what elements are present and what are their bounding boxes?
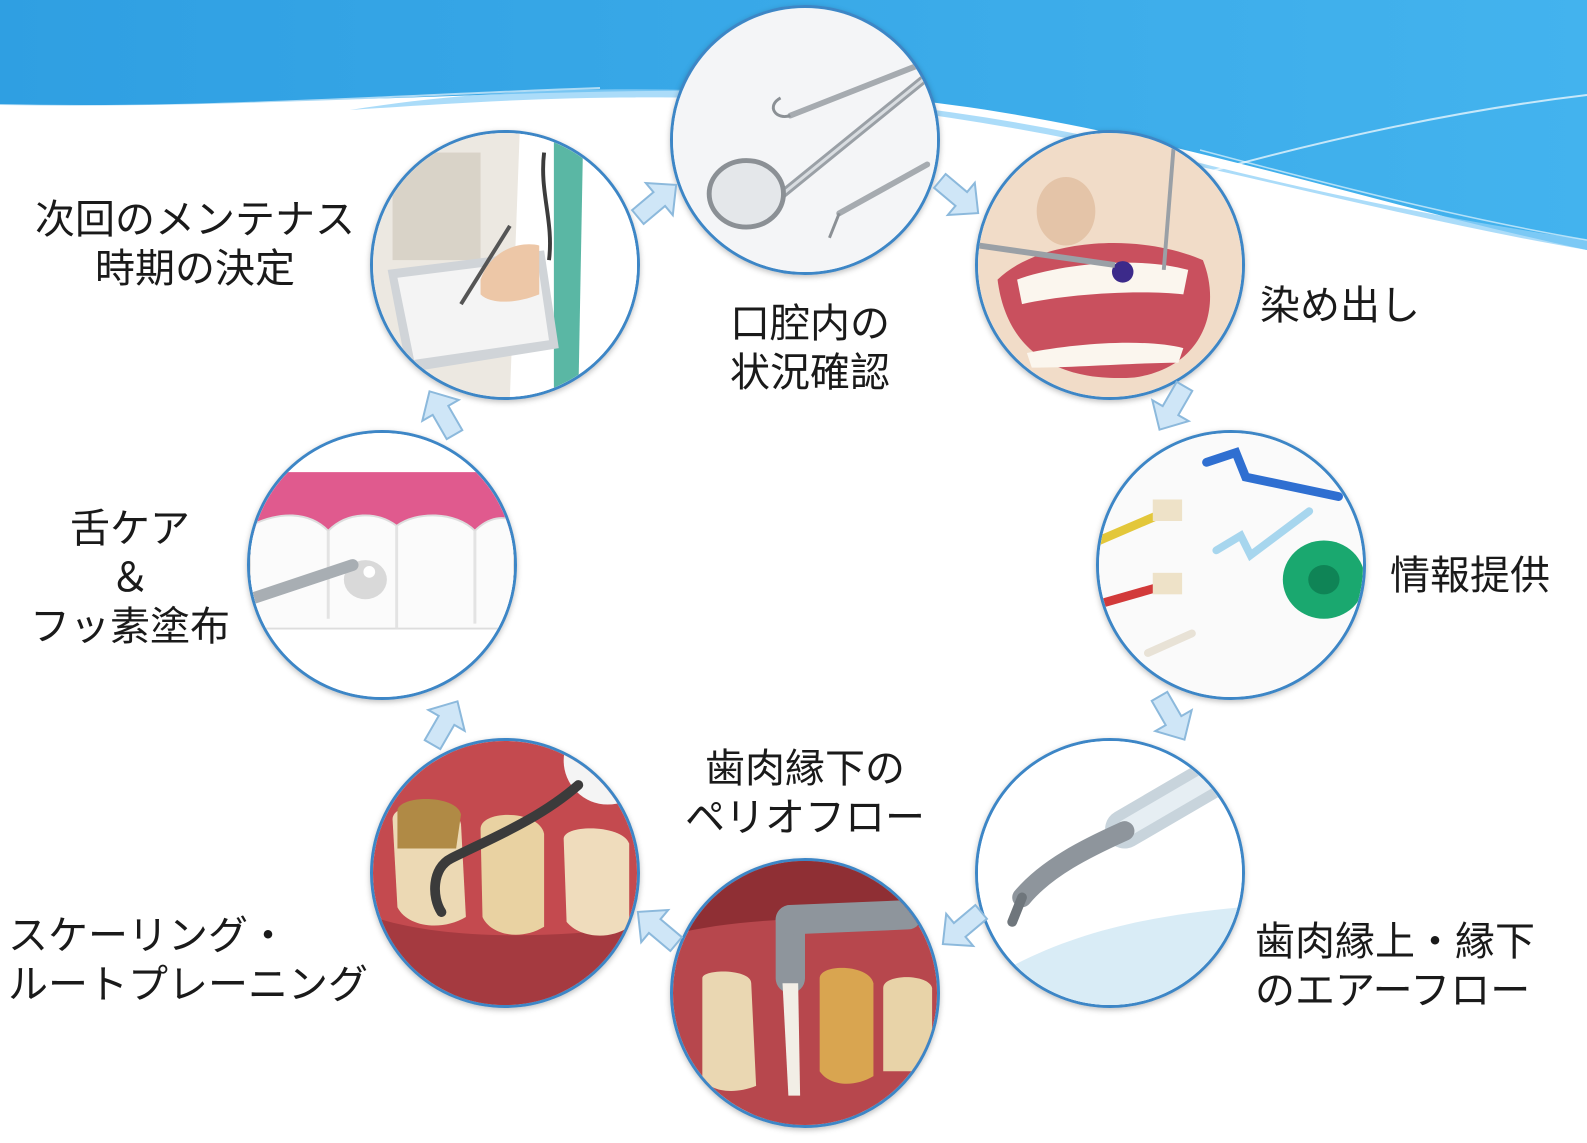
arrow-right-icon	[924, 162, 995, 232]
arrow-right-icon	[927, 893, 998, 963]
step-tongue-fluoride-label: 舌ケア ＆ フッ素塗布	[20, 505, 240, 651]
step-next-schedule-image	[370, 130, 640, 400]
step-oral-exam-label: 口腔内の 状況確認	[700, 300, 920, 398]
label-line: 歯肉縁上・縁下	[1255, 919, 1535, 965]
label-line: 時期の決定	[95, 245, 295, 292]
label-line: 口腔内の	[730, 301, 890, 347]
arrow-right-icon	[1139, 683, 1206, 753]
arrow-right-icon	[409, 378, 476, 448]
step-tongue-fluoride-image	[247, 430, 517, 700]
step-oral-exam-image	[670, 5, 940, 275]
perio-flow-nozzle-icon	[673, 861, 937, 1125]
arrow-right-icon	[622, 893, 693, 963]
label-line: ペリオフロー	[685, 794, 925, 841]
step-scaling-label: スケーリング・ ルートプレーニング	[8, 912, 368, 1010]
step-next-schedule-label: 次回のメンテナス 時期の決定	[20, 196, 370, 294]
toothbrush-floss-icon	[1099, 433, 1363, 697]
step-disclosing-label: 染め出し	[1260, 282, 1420, 331]
arrow-right-icon	[1139, 373, 1206, 443]
label-line: 次回のメンテナス	[35, 197, 355, 243]
label-line: ＆	[110, 554, 150, 601]
step-info-provision-label: 情報提供	[1390, 552, 1550, 601]
step-perio-flow-label: 歯肉縁下の ペリオフロー	[665, 745, 945, 843]
fluoride-application-icon	[250, 433, 514, 697]
step-scaling-image	[370, 738, 640, 1008]
scaler-teeth-icon	[373, 741, 637, 1005]
step-air-flow-label: 歯肉縁上・縁下 のエアーフロー	[1255, 918, 1535, 1016]
label-line: 情報提供	[1390, 553, 1550, 599]
disclosing-agent-mouth-icon	[978, 133, 1242, 397]
step-perio-flow-image	[670, 858, 940, 1128]
arrow-right-icon	[622, 166, 693, 236]
step-air-flow-image	[975, 738, 1245, 1008]
dental-mirror-explorer-icon	[673, 8, 937, 272]
step-info-provision-image	[1096, 430, 1366, 700]
label-line: フッ素塗布	[30, 603, 230, 650]
label-line: 状況確認	[730, 349, 890, 396]
label-line: スケーリング・	[8, 913, 288, 959]
doctor-clipboard-icon	[373, 133, 637, 397]
label-line: 歯肉縁下の	[705, 746, 905, 792]
label-line: 舌ケア	[70, 506, 190, 552]
step-disclosing-image	[975, 130, 1245, 400]
label-line: のエアーフロー	[1255, 967, 1531, 1014]
airflow-handpiece-icon	[978, 741, 1242, 1005]
label-line: ルートプレーニング	[8, 961, 368, 1008]
arrow-right-icon	[412, 688, 479, 758]
label-line: 染め出し	[1260, 283, 1420, 329]
